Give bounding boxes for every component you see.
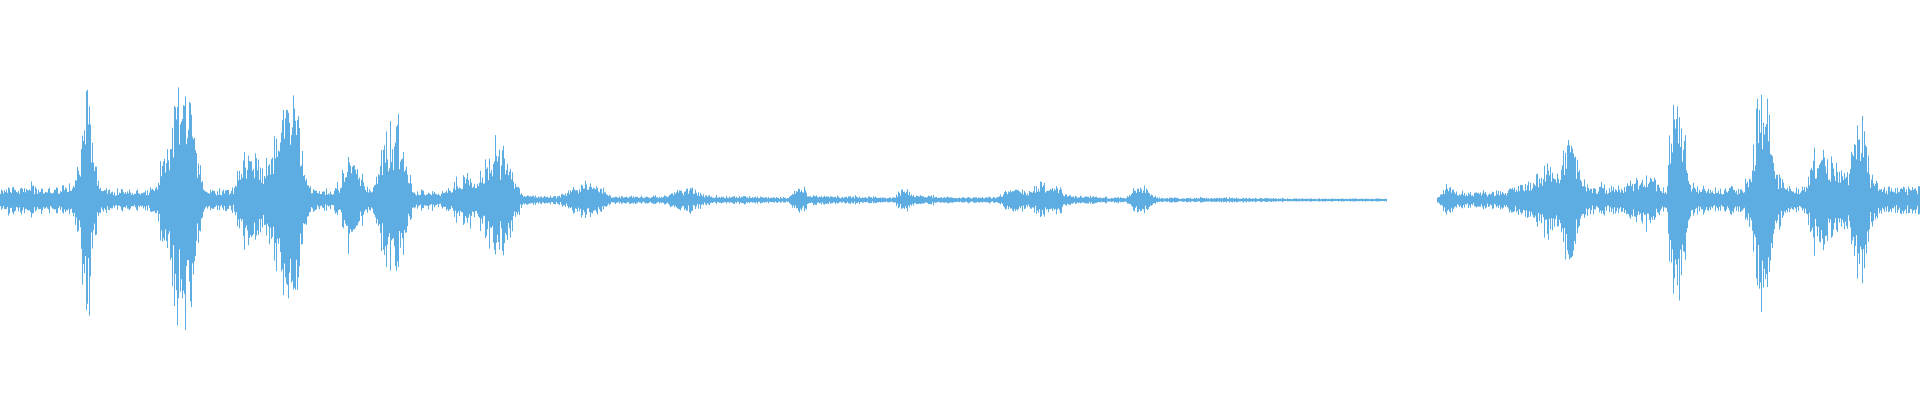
waveform-bars bbox=[0, 87, 1920, 331]
